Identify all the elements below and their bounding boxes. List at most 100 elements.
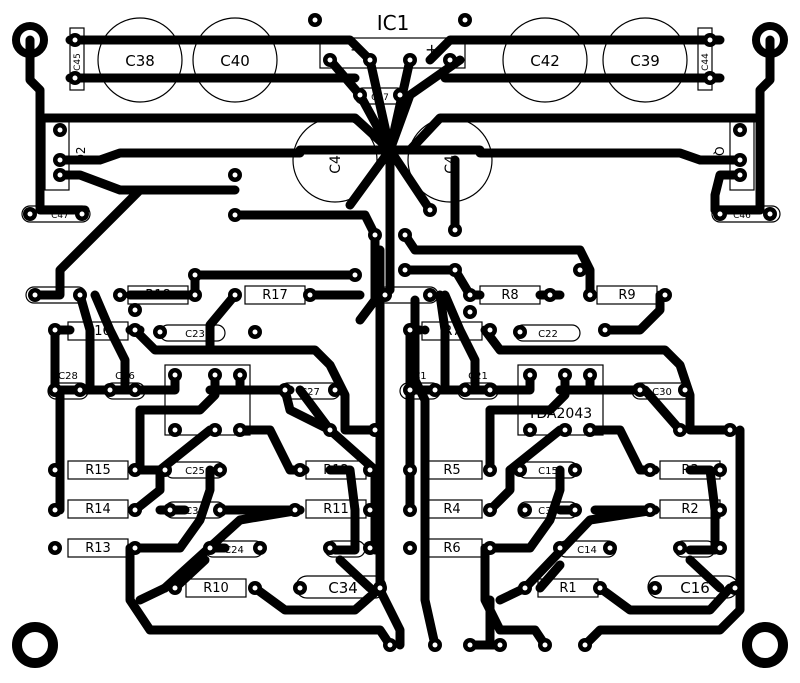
pad-drill-hole	[727, 427, 733, 433]
pad-drill-hole	[52, 507, 58, 513]
c42-outline	[502, 17, 588, 103]
pad-drill-hole	[352, 272, 358, 278]
pad-drill-hole	[237, 372, 243, 378]
pad-drill-hole	[132, 307, 138, 313]
pad-drill-hole	[522, 585, 528, 591]
pad-drill-hole	[427, 207, 433, 213]
pad-drill-hole	[32, 292, 38, 298]
pad-drill-hole	[737, 127, 743, 133]
pad-drill-hole	[57, 157, 63, 163]
label-r2: R2	[681, 502, 698, 517]
c21-outline	[457, 382, 499, 400]
label-c24: C24	[224, 545, 244, 556]
pad-drill-hole	[172, 372, 178, 378]
pad-drill-hole	[107, 387, 113, 393]
ic-left-outline	[164, 364, 251, 436]
pad-drill-hole	[452, 227, 458, 233]
pad-drill-hole	[367, 57, 373, 63]
pad-drill-hole	[407, 327, 413, 333]
pad-drill-hole	[542, 642, 548, 648]
c38-outline	[97, 17, 183, 103]
pad-drill-hole	[737, 157, 743, 163]
pad-drill-hole	[132, 545, 138, 551]
pad-drill-hole	[72, 37, 78, 43]
label-c22: C22	[538, 329, 558, 340]
pad-drill-hole	[282, 387, 288, 393]
pad-drill-hole	[157, 329, 163, 335]
pad-drill-hole	[607, 545, 613, 551]
label-c41: C41	[328, 146, 344, 174]
pad-drill-hole	[217, 467, 223, 473]
pad-drill-hole	[212, 372, 218, 378]
label-c42: C42	[530, 52, 560, 70]
pad-drill-hole	[717, 211, 723, 217]
label-c44: C44	[701, 53, 711, 71]
label-ic-right: TDA2043	[527, 406, 592, 422]
pad-drill-hole	[237, 427, 243, 433]
pad-drill-hole	[407, 57, 413, 63]
pad-drill-hole	[292, 507, 298, 513]
label-c21: C21	[468, 371, 488, 382]
pad-drill-hole	[467, 292, 473, 298]
pad-drill-hole	[487, 467, 493, 473]
pad-drill-hole	[162, 467, 168, 473]
q2-outline	[44, 119, 70, 191]
pad-drill-hole	[432, 642, 438, 648]
pad-drill-hole	[77, 387, 83, 393]
pad-drill-hole	[717, 507, 723, 513]
label-c43: C43	[443, 146, 459, 174]
pad-drill-hole	[257, 545, 263, 551]
pad-drill-hole	[732, 585, 738, 591]
c41-outline	[292, 117, 378, 203]
pad-drill-hole	[27, 211, 33, 217]
r7-outline	[421, 321, 483, 341]
pad-drill-hole	[132, 387, 138, 393]
pad-drill-hole	[312, 17, 318, 23]
pad-drill-hole	[132, 467, 138, 473]
pad-drill-hole	[662, 292, 668, 298]
pad-drill-hole	[327, 57, 333, 63]
ic1-outline	[319, 37, 466, 69]
label-r14: R14	[85, 502, 111, 517]
label-c15: C15	[538, 466, 558, 477]
pad-drill-hole	[427, 292, 433, 298]
label-r10: R10	[203, 581, 229, 596]
c47-outline	[21, 205, 91, 223]
pad-drill-hole	[407, 507, 413, 513]
pad-drill-hole	[52, 327, 58, 333]
pad-drill-hole	[217, 507, 223, 513]
pad-drill-hole	[487, 545, 493, 551]
label-c39: C39	[630, 52, 660, 70]
pad-drill-hole	[332, 387, 338, 393]
pad-drill-hole	[367, 467, 373, 473]
label-r9: R9	[618, 288, 635, 303]
pad-drill-hole	[192, 292, 198, 298]
pad-drill-hole	[647, 507, 653, 513]
c39-outline	[602, 17, 688, 103]
pad-drill-hole	[372, 232, 378, 238]
c40-outline	[192, 17, 278, 103]
pad-drill-hole	[402, 267, 408, 273]
pad-drill-hole	[297, 585, 303, 591]
c45-outline	[69, 27, 85, 91]
pad-drill-hole	[587, 372, 593, 378]
pad-drill-hole	[447, 57, 453, 63]
pad-drill-hole	[707, 75, 713, 81]
label-c8: C8	[693, 545, 706, 556]
pad-drill-hole	[677, 545, 683, 551]
pad-drill-hole	[172, 427, 178, 433]
pad-drill-hole	[372, 427, 378, 433]
label-r17: R17	[262, 288, 288, 303]
r6-outline	[421, 538, 483, 558]
pad-drill-hole	[192, 272, 198, 278]
pad-drill-hole	[737, 172, 743, 178]
pad-drill-hole	[407, 387, 413, 393]
pad-drill-hole	[132, 327, 138, 333]
pad-drill-hole	[452, 267, 458, 273]
pad-drill-hole	[387, 642, 393, 648]
label-r11: R11	[323, 502, 349, 517]
label-r5: R5	[443, 463, 460, 478]
pad-drill-hole	[587, 292, 593, 298]
label-c38: C38	[125, 52, 155, 70]
